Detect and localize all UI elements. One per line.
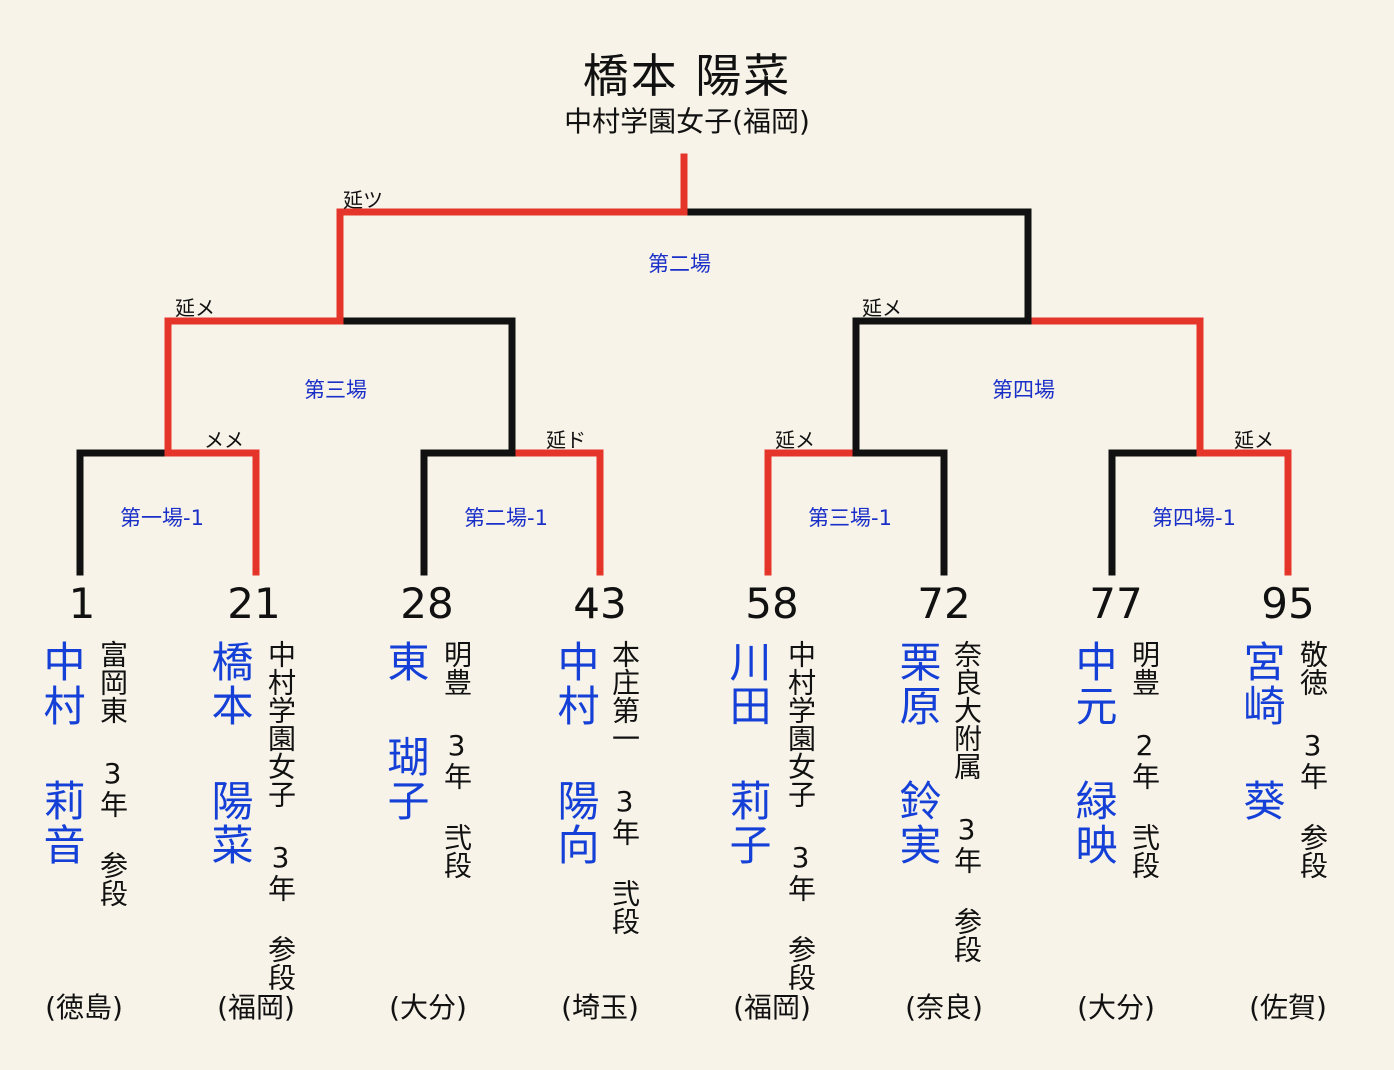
player-seed: 21	[227, 579, 281, 628]
player-seed: 1	[68, 579, 96, 628]
r1-match3-technique: 延メ	[775, 428, 815, 452]
player-name: 中村 陽向	[551, 640, 600, 867]
r1-match4-court: 第四場-1	[1152, 506, 1236, 530]
player-name: 東 瑚子	[381, 640, 430, 823]
player-prefecture: (福岡)	[733, 991, 811, 1024]
semi2-technique: 延メ	[862, 296, 902, 320]
player-info: 明豊 2年 弐段	[1128, 640, 1161, 879]
semi2-court: 第四場	[992, 378, 1055, 402]
player-info: 富岡東 3年 参段	[96, 640, 129, 907]
player-info: 中村学園女子 3年 参段	[264, 640, 297, 991]
player-seed: 95	[1261, 579, 1315, 628]
player-info: 敬徳 3年 参段	[1296, 640, 1329, 879]
champion-school: 中村学園女子(福岡)	[564, 105, 810, 138]
r1-match2-court: 第二場-1	[464, 506, 548, 530]
player-name: 中元 緑映	[1069, 640, 1118, 867]
champion-name: 橋本 陽菜	[582, 49, 792, 103]
player-prefecture: (福岡)	[217, 991, 295, 1024]
player-info: 中村学園女子 3年 参段	[784, 640, 817, 991]
player-prefecture: (奈良)	[905, 991, 983, 1024]
semi1-technique: 延メ	[175, 296, 215, 320]
player-seed: 58	[745, 579, 799, 628]
player-prefecture: (大分)	[1077, 991, 1155, 1024]
r1-match1-court: 第一場-1	[120, 506, 204, 530]
player-prefecture: (大分)	[389, 991, 467, 1024]
r1-match2-technique: 延ド	[546, 428, 586, 452]
player-seed: 77	[1089, 579, 1143, 628]
player-seed: 43	[573, 579, 627, 628]
r1-match3-court: 第三場-1	[808, 506, 892, 530]
player-info: 奈良大附属 3年 参段	[950, 640, 983, 963]
player-name: 橋本 陽菜	[205, 640, 254, 867]
player-info: 本庄第一 3年 弐段	[608, 640, 641, 935]
player-name: 宮崎 葵	[1237, 640, 1286, 823]
player-name: 栗原 鈴実	[893, 640, 942, 867]
player-seed: 72	[917, 579, 971, 628]
r1-match4-technique: 延メ	[1234, 428, 1274, 452]
player-prefecture: (佐賀)	[1249, 991, 1327, 1024]
player-seed: 28	[400, 579, 454, 628]
player-prefecture: (徳島)	[45, 991, 123, 1024]
player-info: 明豊 3年 弐段	[440, 640, 473, 879]
semi1-court: 第三場	[304, 378, 367, 402]
player-name: 川田 莉子	[723, 640, 772, 867]
final-technique: 延ツ	[343, 188, 383, 212]
player-prefecture: (埼玉)	[561, 991, 639, 1024]
player-name: 中村 莉音	[37, 640, 86, 867]
final-court: 第二場	[648, 252, 711, 276]
r1-match1-technique: メメ	[204, 428, 244, 452]
